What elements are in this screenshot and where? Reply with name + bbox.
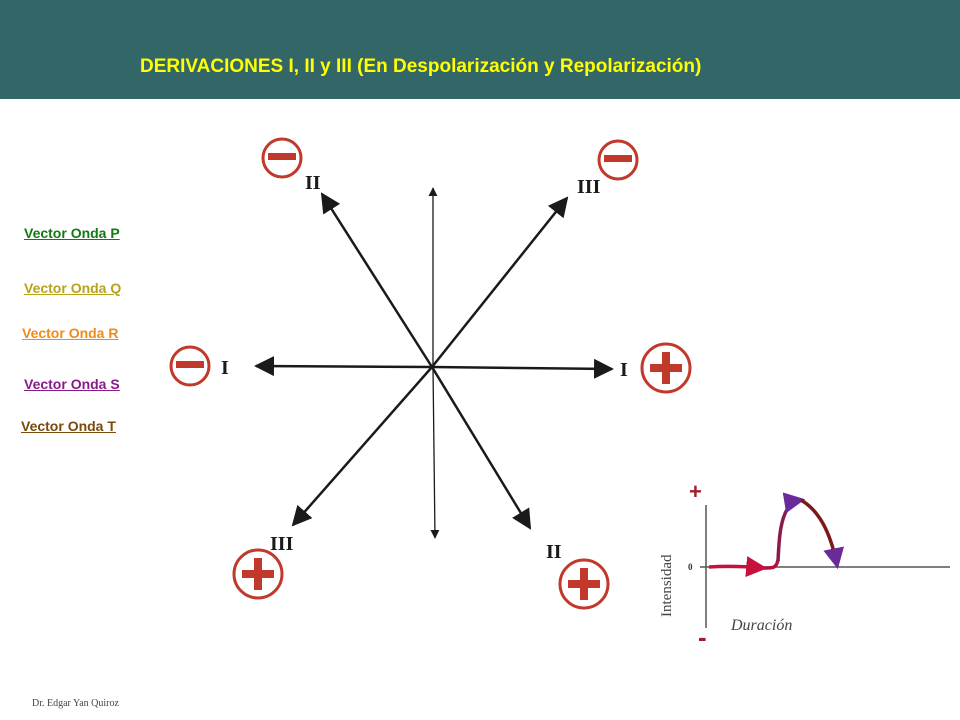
chart-zero-label: 0: [688, 562, 693, 572]
lead-axes: [254, 187, 614, 539]
page-title: DERIVACIONES I, II y III (En Despolariza…: [140, 56, 702, 77]
chart-minus-label: -: [698, 622, 707, 652]
polarity-symbols: [169, 137, 692, 610]
chart-plus-label: +: [689, 479, 702, 504]
lead-label-i-left: I: [221, 357, 229, 379]
legend-link-onda-r[interactable]: Vector Onda R: [22, 325, 119, 341]
lead-iii-axis-up: [431, 196, 569, 368]
lead-i-axis: [254, 356, 433, 377]
footer-author: Dr. Edgar Yan Quiroz: [32, 698, 119, 709]
chart-y-label: Intensidad: [659, 554, 675, 617]
plus-icon: [640, 342, 692, 394]
lead-ii-axis-down: [430, 366, 532, 530]
lead-label-ii-bottom: II: [546, 541, 562, 563]
lead-i-axis-right: [431, 358, 614, 379]
wave-segment-r: [776, 492, 806, 562]
legend-link-onda-t[interactable]: Vector Onda T: [21, 418, 116, 434]
vertical-axis-down: [430, 366, 440, 539]
lead-ii-axis-up: [320, 192, 434, 368]
minus-icon: [169, 345, 211, 387]
legend-link-onda-p[interactable]: Vector Onda P: [24, 225, 120, 241]
wave-segment-p: [708, 556, 768, 578]
legend-link-onda-s[interactable]: Vector Onda S: [24, 376, 120, 392]
wave-segment-t: [800, 498, 844, 570]
lead-label-iii-bottom: III: [270, 533, 294, 555]
legend-link-onda-q[interactable]: Vector Onda Q: [24, 280, 122, 296]
lead-label-iii-top: III: [577, 176, 601, 198]
lead-iii-axis-down: [291, 366, 433, 527]
ecg-mini-chart: + - 0 Intensidad Duración: [659, 479, 950, 652]
minus-icon: [597, 139, 639, 181]
header-bar: DERIVACIONES I, II y III (En Despolariza…: [0, 0, 960, 99]
plus-icon: [232, 548, 284, 600]
minus-icon: [261, 137, 303, 179]
lead-label-ii-top: II: [305, 172, 321, 194]
chart-x-label: Duración: [730, 617, 792, 634]
wave-segment-q: [762, 559, 780, 570]
lead-label-i-right: I: [620, 359, 628, 381]
plus-icon: [558, 558, 610, 610]
lead-labels: I I II II III III: [221, 172, 628, 563]
